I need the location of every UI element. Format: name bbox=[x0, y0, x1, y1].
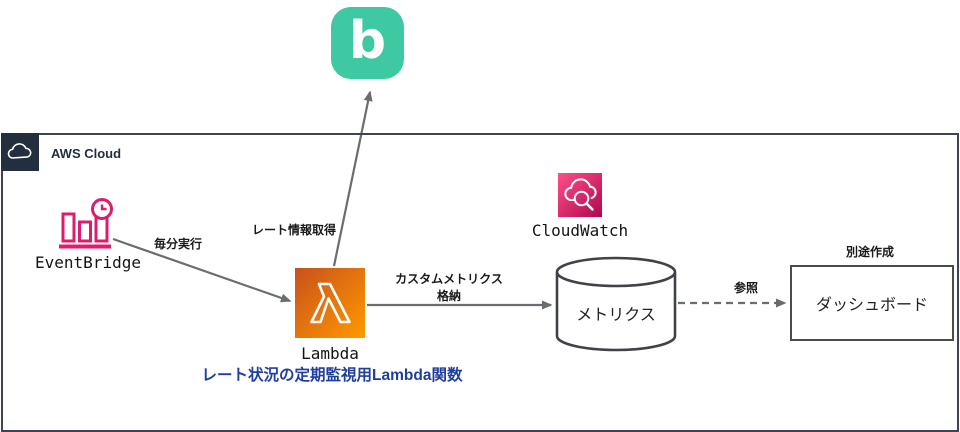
aws-cloud-badge bbox=[1, 133, 39, 171]
metrics-cylinder bbox=[555, 256, 677, 352]
external-exchange-icon: b bbox=[331, 7, 404, 79]
arrow-lambda-to-external bbox=[332, 90, 373, 267]
edge-label-custom-metrics-line1: カスタムメトリクス bbox=[395, 272, 503, 286]
lambda-caption: レート状況の定期監視用Lambda関数 bbox=[201, 367, 463, 384]
cloudwatch-icon bbox=[558, 173, 602, 217]
dashboard-box: ダッシュボード bbox=[790, 265, 954, 341]
edge-label-every-minute: 毎分実行 bbox=[153, 237, 202, 251]
edge-label-custom-metrics-line2: 格納 bbox=[436, 289, 461, 303]
external-exchange-letter: b bbox=[348, 11, 387, 71]
lambda-icon bbox=[295, 268, 365, 338]
dashboard-note: 別途作成 bbox=[845, 245, 894, 259]
dashboard-label: ダッシュボード bbox=[815, 297, 928, 314]
metrics-label: メトリクス bbox=[576, 307, 656, 324]
aws-cloud-boundary: AWS Cloud bbox=[1, 133, 959, 432]
edge-label-custom-metrics: カスタムメトリクス 格納 bbox=[387, 270, 511, 304]
cloudwatch-label: CloudWatch bbox=[531, 221, 629, 240]
aws-cloud-label: AWS Cloud bbox=[51, 146, 122, 161]
lambda-label: Lambda bbox=[301, 344, 359, 363]
cloud-icon bbox=[7, 143, 32, 159]
eventbridge-label: EventBridge bbox=[35, 253, 141, 272]
edge-label-reference: 参照 bbox=[733, 281, 758, 295]
eventbridge-icon bbox=[59, 198, 113, 249]
arrow-eventbridge-to-lambda bbox=[112, 237, 292, 303]
edge-label-get-rate: レート情報取得 bbox=[251, 223, 336, 237]
